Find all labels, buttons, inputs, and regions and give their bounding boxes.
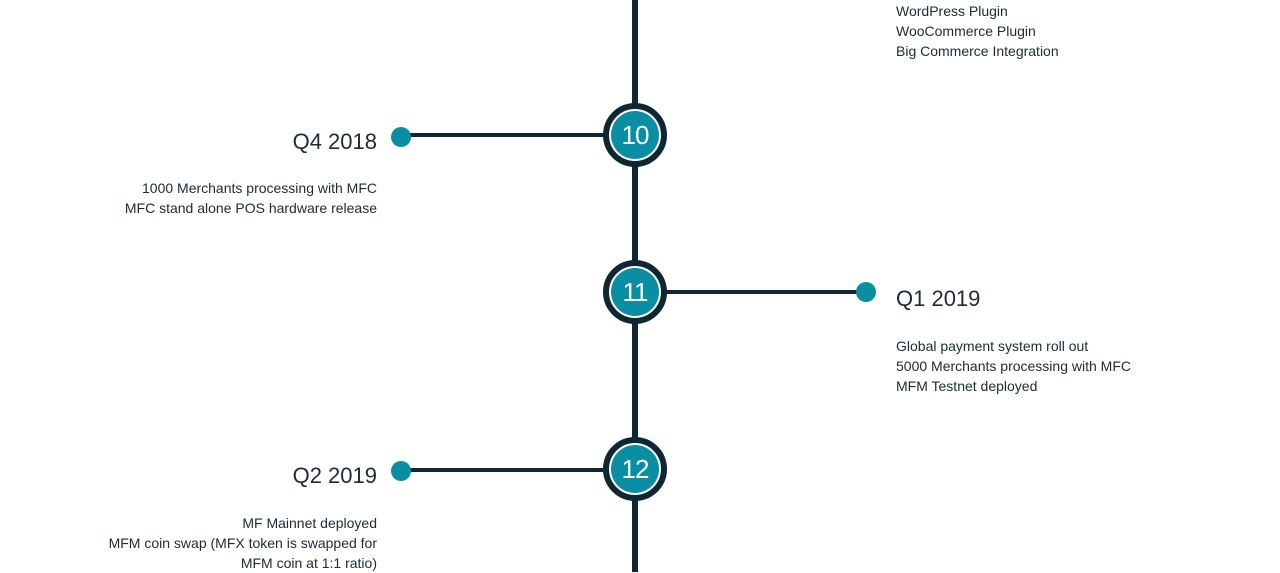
- description-line: WooCommerce Plugin: [896, 23, 1036, 39]
- milestone-connector: [405, 133, 605, 137]
- milestone-dot: [856, 282, 876, 302]
- milestone-dot: [391, 461, 411, 481]
- milestone-number-badge: 10: [611, 111, 659, 159]
- milestone-description-top: WordPress Plugin WooCommerce Plugin Big …: [896, 1, 1059, 61]
- milestone-connector: [665, 290, 865, 294]
- milestone-title: Q1 2019: [896, 286, 981, 311]
- description-line: 5000 Merchants processing with MFC: [896, 358, 1131, 374]
- milestone-connector: [405, 468, 605, 472]
- description-line: Global payment system roll out: [896, 338, 1089, 354]
- milestone-dot: [391, 127, 411, 147]
- milestone-number-badge: 11: [611, 268, 659, 316]
- description-line: MFM Testnet deployed: [896, 378, 1038, 394]
- milestone-description: Global payment system roll out 5000 Merc…: [896, 336, 1131, 396]
- description-line: WordPress Plugin: [896, 3, 1008, 19]
- description-line: Big Commerce Integration: [896, 43, 1059, 59]
- description-line: MFM coin swap (MFX token is swapped for: [108, 535, 377, 551]
- milestone-description: MF Mainnet deployed MFM coin swap (MFX t…: [109, 513, 377, 573]
- milestone-number-badge: 12: [611, 445, 659, 493]
- description-line: 1000 Merchants processing with MFC: [142, 180, 377, 196]
- milestone-title: Q4 2018: [292, 129, 377, 154]
- description-line: MFC stand alone POS hardware release: [124, 200, 377, 216]
- milestone-title: Q2 2019: [292, 463, 377, 488]
- description-line: MF Mainnet deployed: [242, 515, 377, 531]
- milestone-description: 1000 Merchants processing with MFC MFC s…: [125, 178, 377, 218]
- description-line: MFM coin at 1:1 ratio): [240, 555, 377, 571]
